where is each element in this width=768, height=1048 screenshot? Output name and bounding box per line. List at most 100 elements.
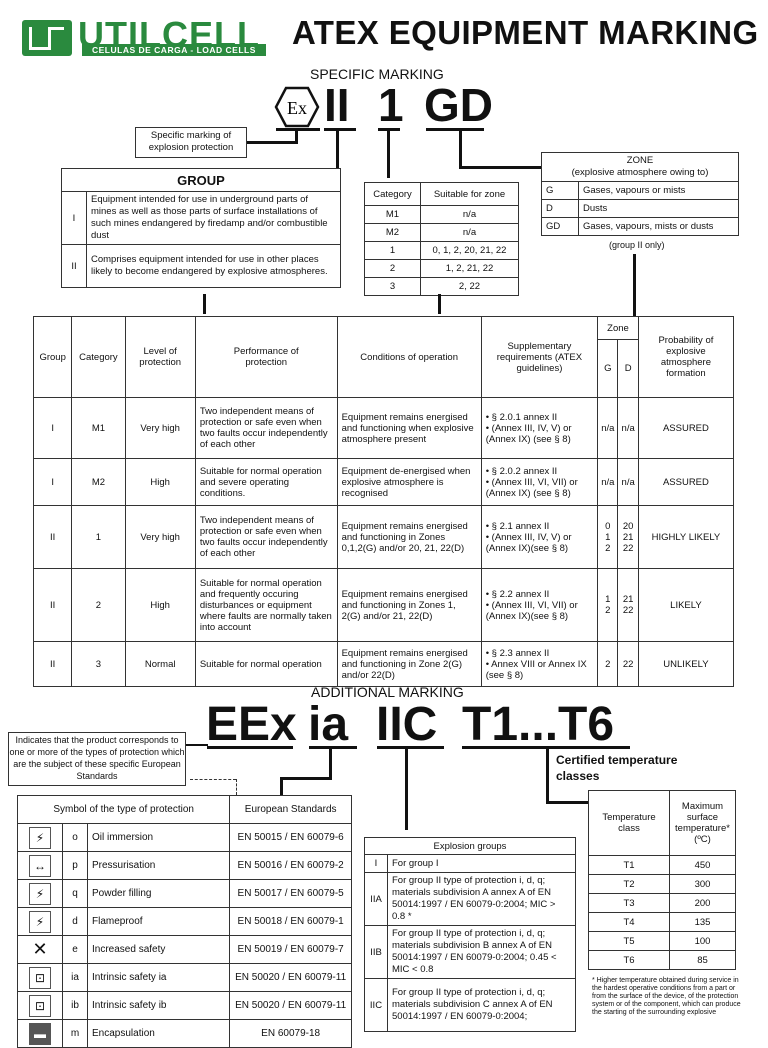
protection-symbol-cell: ⚡	[17, 907, 63, 936]
temp-max: 85	[669, 950, 736, 970]
atex-cell-perf: Suitable for normal operation and freque…	[194, 568, 338, 642]
group-title: GROUP	[61, 168, 341, 192]
temp-footnote: * Higher temperature obtained during ser…	[592, 977, 741, 1016]
hdr-max-temp: Maximum surface temperature* (ºC)	[669, 790, 736, 856]
code-ia: ia	[308, 698, 349, 751]
specific-marking-heading: SPECIFIC MARKING	[310, 66, 444, 82]
atex-cell-cat: M1	[71, 397, 126, 459]
atex-cell-prob: ASSURED	[637, 397, 735, 459]
eg-code: IIA	[364, 872, 388, 926]
connector	[329, 748, 332, 778]
protection-symbol-icon: ↔	[29, 854, 51, 877]
additional-callout: Indicates that the product corresponds t…	[8, 732, 186, 786]
eg-code: IIC	[364, 978, 388, 1032]
connector	[186, 744, 208, 746]
atex-cell-d: 22	[617, 641, 639, 687]
atex-cell-d: n/a	[617, 397, 639, 459]
cat-header: Category	[364, 182, 421, 206]
atex-cell-supp: • § 2.0.2 annex II • (Annex III, VI, VII…	[480, 458, 599, 506]
protection-symbol-icon: ⚡	[29, 826, 51, 849]
atex-cell-g: n/a	[597, 458, 619, 506]
protection-symbol-cell: ⊡	[17, 963, 63, 992]
protection-standard: EN 50015 / EN 60079-6	[229, 823, 352, 852]
atex-cell-d: n/a	[617, 458, 639, 506]
hdr-supplementary: Supplementary requirements (ATEX guideli…	[480, 316, 599, 398]
group-ii: II	[61, 244, 87, 288]
temp-class: T2	[588, 874, 670, 894]
temp-class: T3	[588, 893, 670, 913]
protection-name: Increased safety	[86, 935, 231, 964]
atex-cell-supp: • § 2.1 annex II • (Annex III, IV, V) or…	[480, 505, 599, 569]
atex-cell-prob: LIKELY	[637, 568, 735, 642]
atex-cell-g: n/a	[597, 397, 619, 459]
atex-cell-d: 21 22	[617, 568, 639, 642]
atex-cell-level: Normal	[124, 641, 196, 687]
connector	[405, 748, 408, 830]
protection-standard: EN 50020 / EN 60079-11	[229, 963, 352, 992]
connector	[459, 130, 462, 168]
protection-code: d	[62, 907, 88, 936]
hdr-category: Category	[71, 316, 126, 398]
dashed-connector	[190, 779, 236, 780]
zone-desc: Gases, vapours or mists	[578, 181, 739, 200]
atex-cell-cat: 3	[71, 641, 126, 687]
protection-standard: EN 50019 / EN 60079-7	[229, 935, 352, 964]
zone-cell: 1, 2, 21, 22	[420, 259, 519, 278]
hdr-zone-g: G	[597, 339, 619, 398]
temp-max: 300	[669, 874, 736, 894]
group-i-desc: Equipment intended for use in undergroun…	[86, 191, 341, 245]
atex-cell-group: II	[32, 641, 73, 687]
atex-cell-perf: Two independent means of protection or s…	[194, 397, 338, 459]
cat-cell: 1	[364, 241, 421, 260]
protection-name: Intrinsic safety ib	[86, 991, 231, 1020]
cat-cell: M1	[364, 205, 421, 224]
eg-desc: For group II type of protection i, d, q;…	[387, 925, 576, 979]
underline-ex	[276, 128, 320, 131]
cat-cell: 2	[364, 259, 421, 278]
connector	[546, 748, 549, 803]
page-title: ATEX EQUIPMENT MARKING	[292, 14, 759, 51]
underline	[377, 746, 444, 749]
dashed-connector	[236, 779, 237, 795]
atex-cell-cat: 1	[71, 505, 126, 569]
connector	[295, 128, 298, 144]
cat-cell: 3	[364, 277, 421, 296]
protection-symbol-icon: ✕	[32, 938, 48, 959]
specific-marking-callout: Specific marking of explosion protection	[135, 127, 247, 158]
protection-code: p	[62, 851, 88, 880]
code-eex: EEx	[206, 698, 297, 751]
zone-suit-header: Suitable for zone	[420, 182, 519, 206]
atex-cell-cond: Equipment de-energised when explosive at…	[336, 458, 482, 506]
hdr-level: Level of protection	[124, 316, 196, 398]
underline	[462, 746, 630, 749]
atex-category-table: Group Category Level of protection Perfo…	[32, 316, 735, 687]
protection-code: q	[62, 879, 88, 908]
atex-cell-level: Very high	[124, 397, 196, 459]
protection-symbol-cell: ↔	[17, 851, 63, 880]
eg-desc: For group I	[387, 854, 576, 873]
zone-code: GD	[541, 217, 579, 236]
code-zone: GD	[424, 79, 493, 131]
zone-subtitle: (explosive atmosphere owing to)	[571, 167, 709, 178]
atex-cell-prob: UNLIKELY	[637, 641, 735, 687]
eg-desc: For group II type of protection i, d, q;…	[387, 872, 576, 926]
atex-cell-cond: Equipment remains energised and function…	[336, 568, 482, 642]
underline-group	[324, 128, 356, 131]
protection-symbol-cell: ⚡	[17, 879, 63, 908]
hdr-group: Group	[32, 316, 73, 398]
protection-symbol-icon: ⚡	[29, 910, 51, 933]
connector	[280, 777, 332, 780]
atex-cell-prob: ASSURED	[637, 458, 735, 506]
temp-max: 450	[669, 855, 736, 875]
atex-cell-d: 20 21 22	[617, 505, 639, 569]
group-i: I	[61, 191, 87, 245]
